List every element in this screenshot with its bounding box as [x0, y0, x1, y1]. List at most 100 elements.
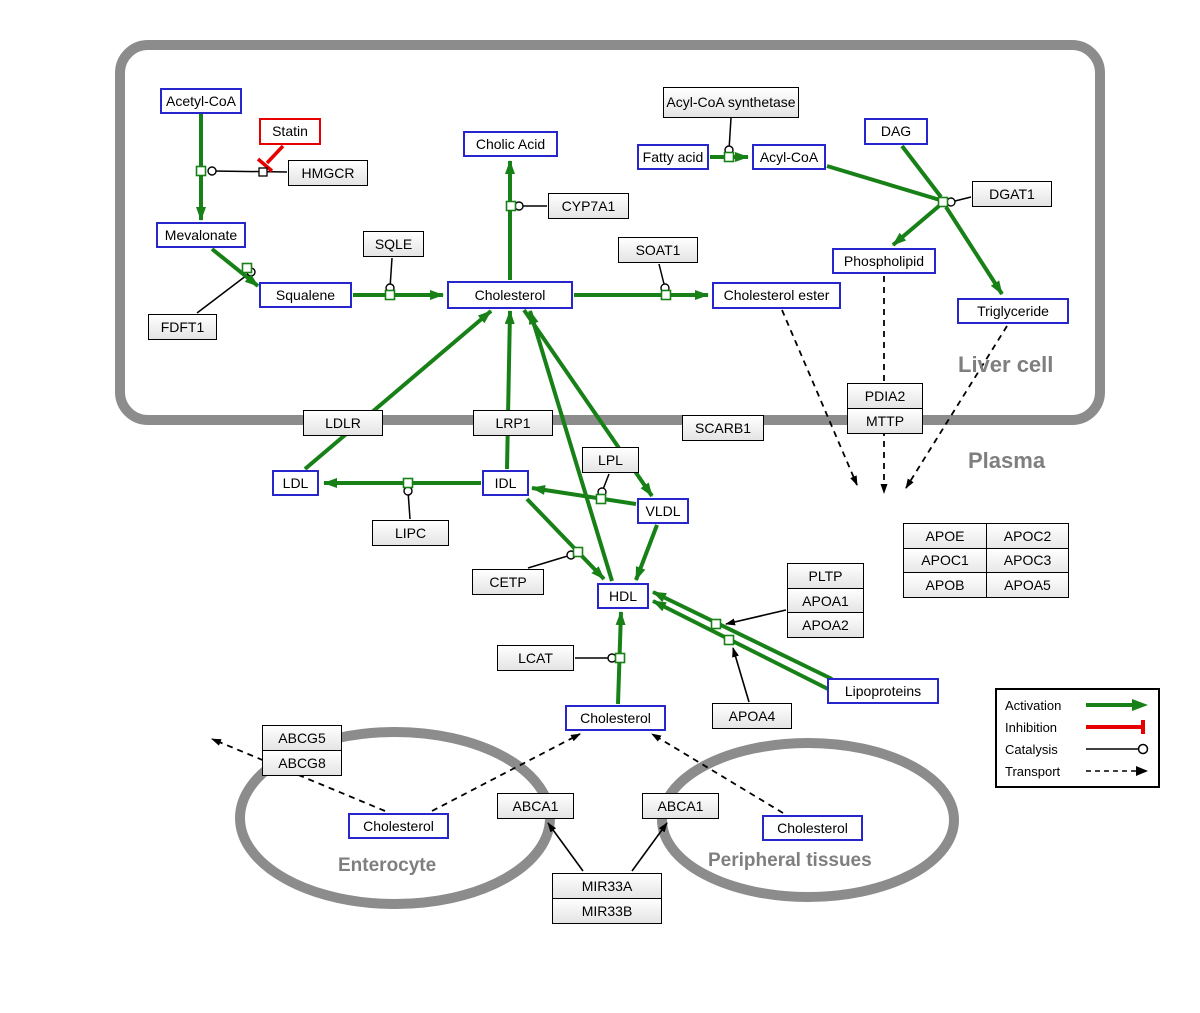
node-acyl-coa-synthetase[interactable]: Acyl-CoA synthetase: [663, 87, 799, 118]
reaction-node: [723, 634, 735, 646]
node-fdft1[interactable]: FDFT1: [148, 314, 217, 340]
catalysis-soat1: [658, 263, 670, 293]
transport-dashed-arrow-icon: [1086, 766, 1148, 776]
regulation-pltp-apoa1-apoa2-hdl: [725, 609, 787, 626]
activation-junction-triglyceride: [944, 205, 1004, 296]
legend-inhibition: Inhibition: [1005, 719, 1150, 735]
node-apoa1[interactable]: APOA1: [788, 587, 863, 613]
node-cyp7a1[interactable]: CYP7A1: [548, 193, 629, 219]
stack-pltp-apoa1-apoa2: PLTP APOA1 APOA2: [787, 563, 864, 638]
catalysis-hmgcr: [207, 166, 288, 176]
activation-hdl-cholesterol: [528, 310, 614, 582]
reaction-node: [402, 477, 414, 489]
node-ldl[interactable]: LDL: [272, 470, 319, 496]
stack-abcg5-abcg8: ABCG5 ABCG8: [262, 725, 342, 776]
stack-pdia2-mttp: PDIA2 MTTP: [847, 383, 923, 434]
node-scarb1[interactable]: SCARB1: [682, 415, 764, 441]
activation-ldl-cholesterol-via-ldlr: [303, 309, 493, 471]
node-lipoproteins[interactable]: Lipoproteins: [827, 678, 939, 704]
inhibition-statin-hmgcr: [265, 144, 285, 165]
apolipoprotein-table: APOE APOC2 APOC1 APOC3 APOB APOA5: [903, 523, 1069, 598]
node-apob[interactable]: APOB: [904, 572, 986, 597]
node-soat1[interactable]: SOAT1: [618, 237, 698, 263]
node-apoa2[interactable]: APOA2: [788, 612, 863, 638]
node-mir33a[interactable]: MIR33A: [553, 874, 661, 898]
catalysis-dgat1: [946, 196, 972, 207]
node-phospholipid[interactable]: Phospholipid: [832, 248, 936, 274]
stack-mir33a-mir33b: MIR33A MIR33B: [552, 873, 662, 924]
node-apoc3[interactable]: APOC3: [986, 547, 1068, 573]
reaction-node: [195, 165, 207, 177]
node-acyl-coa[interactable]: Acyl-CoA: [752, 144, 826, 170]
liver-cell-label: Liver cell: [958, 352, 1054, 377]
node-cholesterol-peripheral[interactable]: Cholesterol: [762, 815, 863, 841]
node-lcat[interactable]: LCAT: [497, 645, 574, 671]
node-hmgcr[interactable]: HMGCR: [288, 160, 368, 186]
activation-acylcoa-dgat-junction: [826, 164, 941, 202]
plasma-label: Plasma: [968, 448, 1046, 473]
node-pltp[interactable]: PLTP: [788, 564, 863, 588]
node-cholic-acid[interactable]: Cholic Acid: [463, 131, 558, 157]
node-mttp[interactable]: MTTP: [848, 408, 922, 433]
node-vldl[interactable]: VLDL: [637, 498, 689, 524]
catalysis-lipc: [403, 486, 413, 520]
node-apoa5[interactable]: APOA5: [986, 572, 1068, 597]
node-pdia2[interactable]: PDIA2: [848, 384, 922, 408]
node-fatty-acid[interactable]: Fatty acid: [637, 144, 709, 170]
regulation-apoa4-hdl: [732, 647, 750, 703]
node-cholesterol-ester[interactable]: Cholesterol ester: [712, 282, 841, 309]
node-lpl[interactable]: LPL: [582, 447, 639, 473]
node-idl[interactable]: IDL: [482, 470, 529, 496]
node-abca1-right[interactable]: ABCA1: [642, 793, 719, 819]
catalysis-lpl: [597, 473, 610, 497]
node-abcg8[interactable]: ABCG8: [263, 750, 341, 775]
legend-catalysis: Catalysis: [1005, 741, 1150, 757]
node-abcg5[interactable]: ABCG5: [263, 726, 341, 750]
reaction-node: [505, 200, 517, 212]
activation-idl-hdl-cetp: [525, 497, 606, 581]
activation-mevalonate-squalene: [210, 247, 260, 288]
catalysis-circle-icon: [1086, 743, 1149, 755]
activation-idl-cholesterol-via-lrp1: [504, 310, 515, 470]
node-mir33b[interactable]: MIR33B: [553, 898, 661, 923]
enterocyte-label: Enterocyte: [338, 855, 437, 876]
legend-transport: Transport: [1005, 763, 1150, 779]
node-dag[interactable]: DAG: [864, 118, 928, 145]
reaction-node: [572, 546, 584, 558]
reaction-node: [710, 618, 722, 630]
node-ldlr[interactable]: LDLR: [303, 410, 383, 436]
node-cholesterol-plasma[interactable]: Cholesterol: [565, 705, 666, 731]
node-apoa4[interactable]: APOA4: [712, 703, 792, 729]
node-apoc1[interactable]: APOC1: [904, 547, 986, 573]
node-apoc2[interactable]: APOC2: [986, 524, 1068, 548]
node-abca1-left[interactable]: ABCA1: [497, 793, 574, 819]
node-sqle[interactable]: SQLE: [363, 231, 424, 257]
regulation-mir33-abca1-right: [631, 822, 668, 872]
node-cholesterol-liver[interactable]: Cholesterol: [447, 281, 573, 309]
activation-lipoproteins-hdl-upper: [652, 590, 833, 681]
statin-anchor-node: [258, 167, 268, 177]
reaction-node: [614, 652, 626, 664]
node-dgat1[interactable]: DGAT1: [972, 181, 1052, 207]
node-acetyl-coa[interactable]: Acetyl-CoA: [160, 88, 242, 114]
activation-arrow-icon: [1086, 699, 1148, 711]
node-cholesterol-enterocyte[interactable]: Cholesterol: [348, 813, 449, 839]
node-lrp1[interactable]: LRP1: [473, 410, 553, 436]
legend: Activation Inhibition Catalysis Transpor…: [995, 688, 1160, 788]
node-apoe[interactable]: APOE: [904, 524, 986, 548]
node-cetp[interactable]: CETP: [472, 569, 544, 595]
node-lipc[interactable]: LIPC: [372, 520, 449, 546]
regulation-mir33-abca1-left: [547, 822, 584, 872]
transport-cholesterolester-plasma: [781, 309, 858, 486]
reaction-node: [384, 289, 396, 301]
catalysis-acylcoa-synthetase: [724, 117, 734, 155]
node-triglyceride[interactable]: Triglyceride: [957, 298, 1069, 324]
node-hdl[interactable]: HDL: [597, 583, 649, 609]
node-mevalonate[interactable]: Mevalonate: [156, 222, 246, 248]
legend-transport-label: Transport: [1005, 763, 1061, 779]
legend-catalysis-label: Catalysis: [1005, 741, 1058, 757]
node-squalene[interactable]: Squalene: [259, 282, 352, 308]
node-statin[interactable]: Statin: [259, 118, 321, 145]
catalysis-sqle: [385, 257, 395, 293]
